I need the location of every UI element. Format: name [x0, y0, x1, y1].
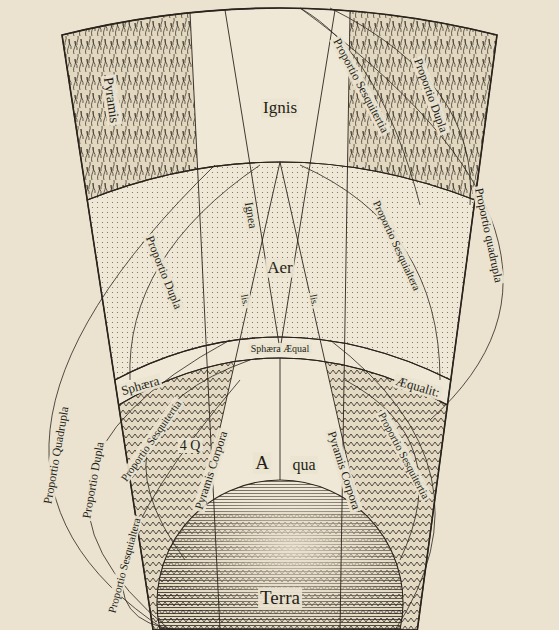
- band-outline-path: [115, 337, 451, 405]
- proportion-label: lis.: [239, 291, 253, 309]
- text-holder: Aer: [265, 259, 294, 278]
- proportion-arc: [330, 8, 471, 205]
- label-holder: 4 Q: [178, 436, 203, 454]
- proportion-label: Proportio Dupla: [80, 439, 107, 522]
- element-name: Sphæra Æqual: [249, 343, 312, 354]
- air-stipple: [87, 162, 475, 380]
- label-holder: Proportio Quadrupla: [37, 403, 73, 508]
- construction-line: [280, 358, 281, 480]
- construction-line: [340, 12, 350, 630]
- proportion-arc: [300, 8, 420, 205]
- element-name: Æqualit:: [392, 374, 443, 401]
- proportion-label: Ignea: [241, 199, 259, 231]
- proportion-arc: [300, 165, 440, 380]
- proportion-label: 4 Q: [178, 438, 203, 453]
- proportion-arc: [122, 380, 240, 630]
- element-name: Ignis: [261, 99, 299, 118]
- proportion-label: Proportio quadrupla: [472, 185, 506, 286]
- text-holder: Sphæra Æqual: [249, 338, 312, 356]
- label-holder: Proportio Dupla: [76, 438, 108, 522]
- label-holder: lis.: [237, 291, 257, 310]
- element-name: Terra: [258, 588, 302, 609]
- element-name: Sphæra: [118, 373, 163, 399]
- text-holder: Æqualit:: [392, 371, 444, 402]
- construction-line: [190, 12, 220, 630]
- band-outline-path: [62, 8, 497, 200]
- proportion-label: lis.: [308, 291, 322, 309]
- proportion-arc: [146, 360, 250, 560]
- fan-outline: [62, 8, 497, 630]
- label-holder: Proportio quadrupla: [471, 184, 509, 286]
- text-holder: A: [253, 453, 271, 474]
- proportion-label: Proportio Quadrupla: [41, 403, 72, 507]
- sphere-band: Sphæra Sphæra ÆqualÆqualit:: [60, 335, 500, 410]
- element-name: A: [253, 453, 271, 474]
- proportion-label: Proportio Sesquialtera: [105, 514, 143, 616]
- band-outline-path: [119, 358, 448, 630]
- label-holder: lis.: [306, 291, 326, 310]
- element-name: qua: [290, 456, 317, 474]
- construction-line: [225, 10, 335, 350]
- text-holder: Ignis: [261, 99, 299, 118]
- text-holder: qua: [290, 456, 317, 474]
- band-outline-path: [87, 162, 475, 380]
- text-holder: Terra: [258, 588, 302, 609]
- water-waves: [0, 162, 559, 630]
- element-name: Aer: [265, 259, 294, 278]
